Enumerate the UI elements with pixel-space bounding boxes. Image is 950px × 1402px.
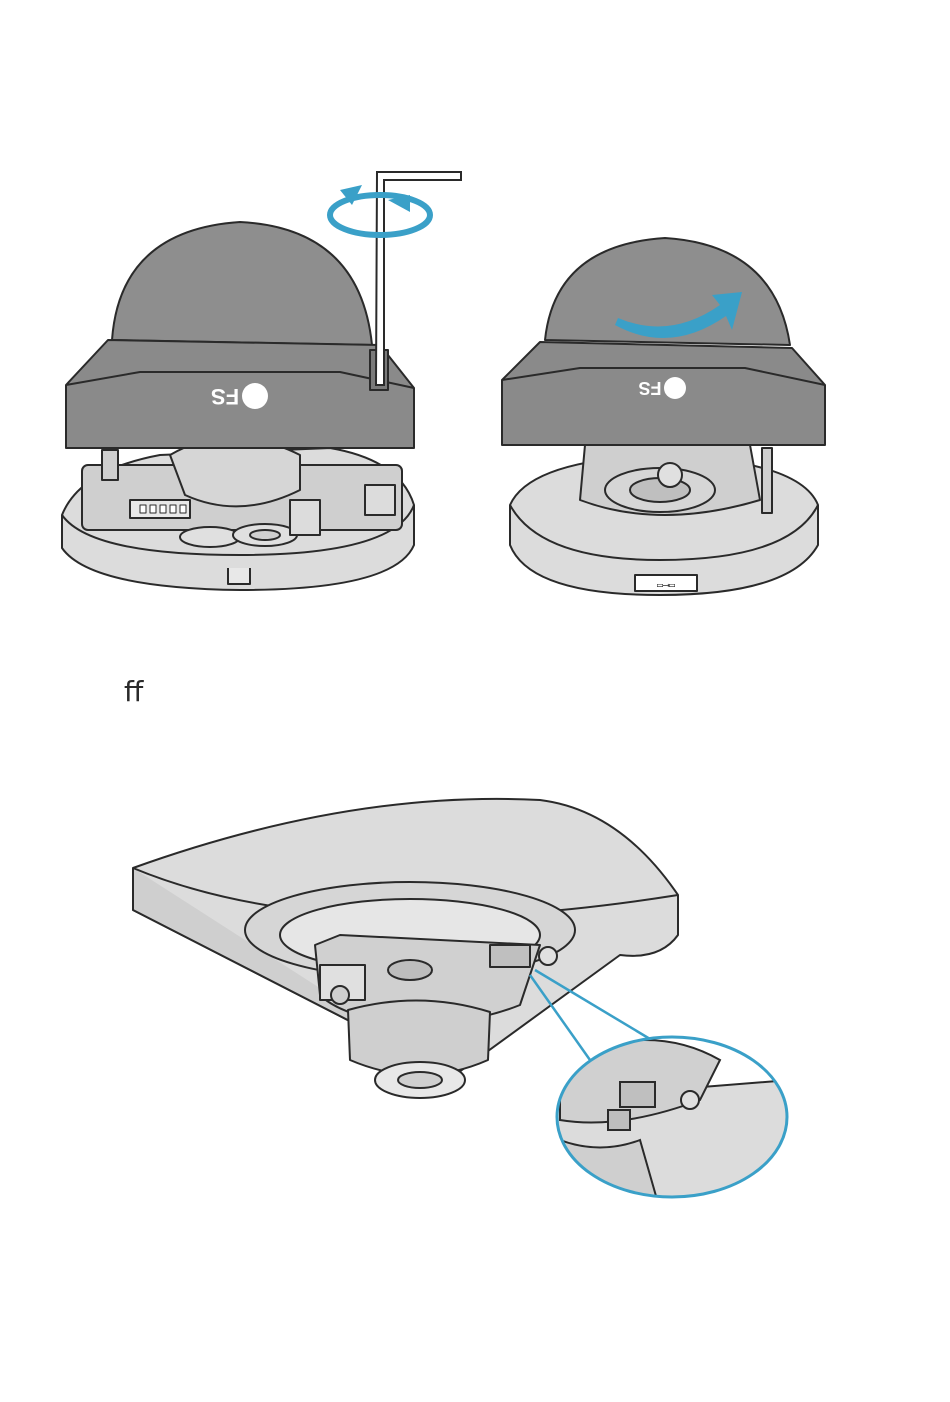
step-text: ff bbox=[124, 675, 143, 708]
detail-callout bbox=[540, 1037, 790, 1210]
right-camera: ▭⟶▭ bbox=[502, 238, 825, 595]
left-logo: FS bbox=[211, 384, 239, 409]
ceiling-mount-illustration bbox=[0, 760, 950, 1230]
fs-logo-circle-icon bbox=[242, 383, 268, 409]
right-logo: FS bbox=[638, 378, 661, 398]
svg-text:▭⟶▭: ▭⟶▭ bbox=[657, 580, 675, 591]
fs-logo-circle-icon-right bbox=[664, 377, 686, 399]
dome-removal-illustration: FS ▭⟶▭ FS bbox=[0, 0, 950, 640]
